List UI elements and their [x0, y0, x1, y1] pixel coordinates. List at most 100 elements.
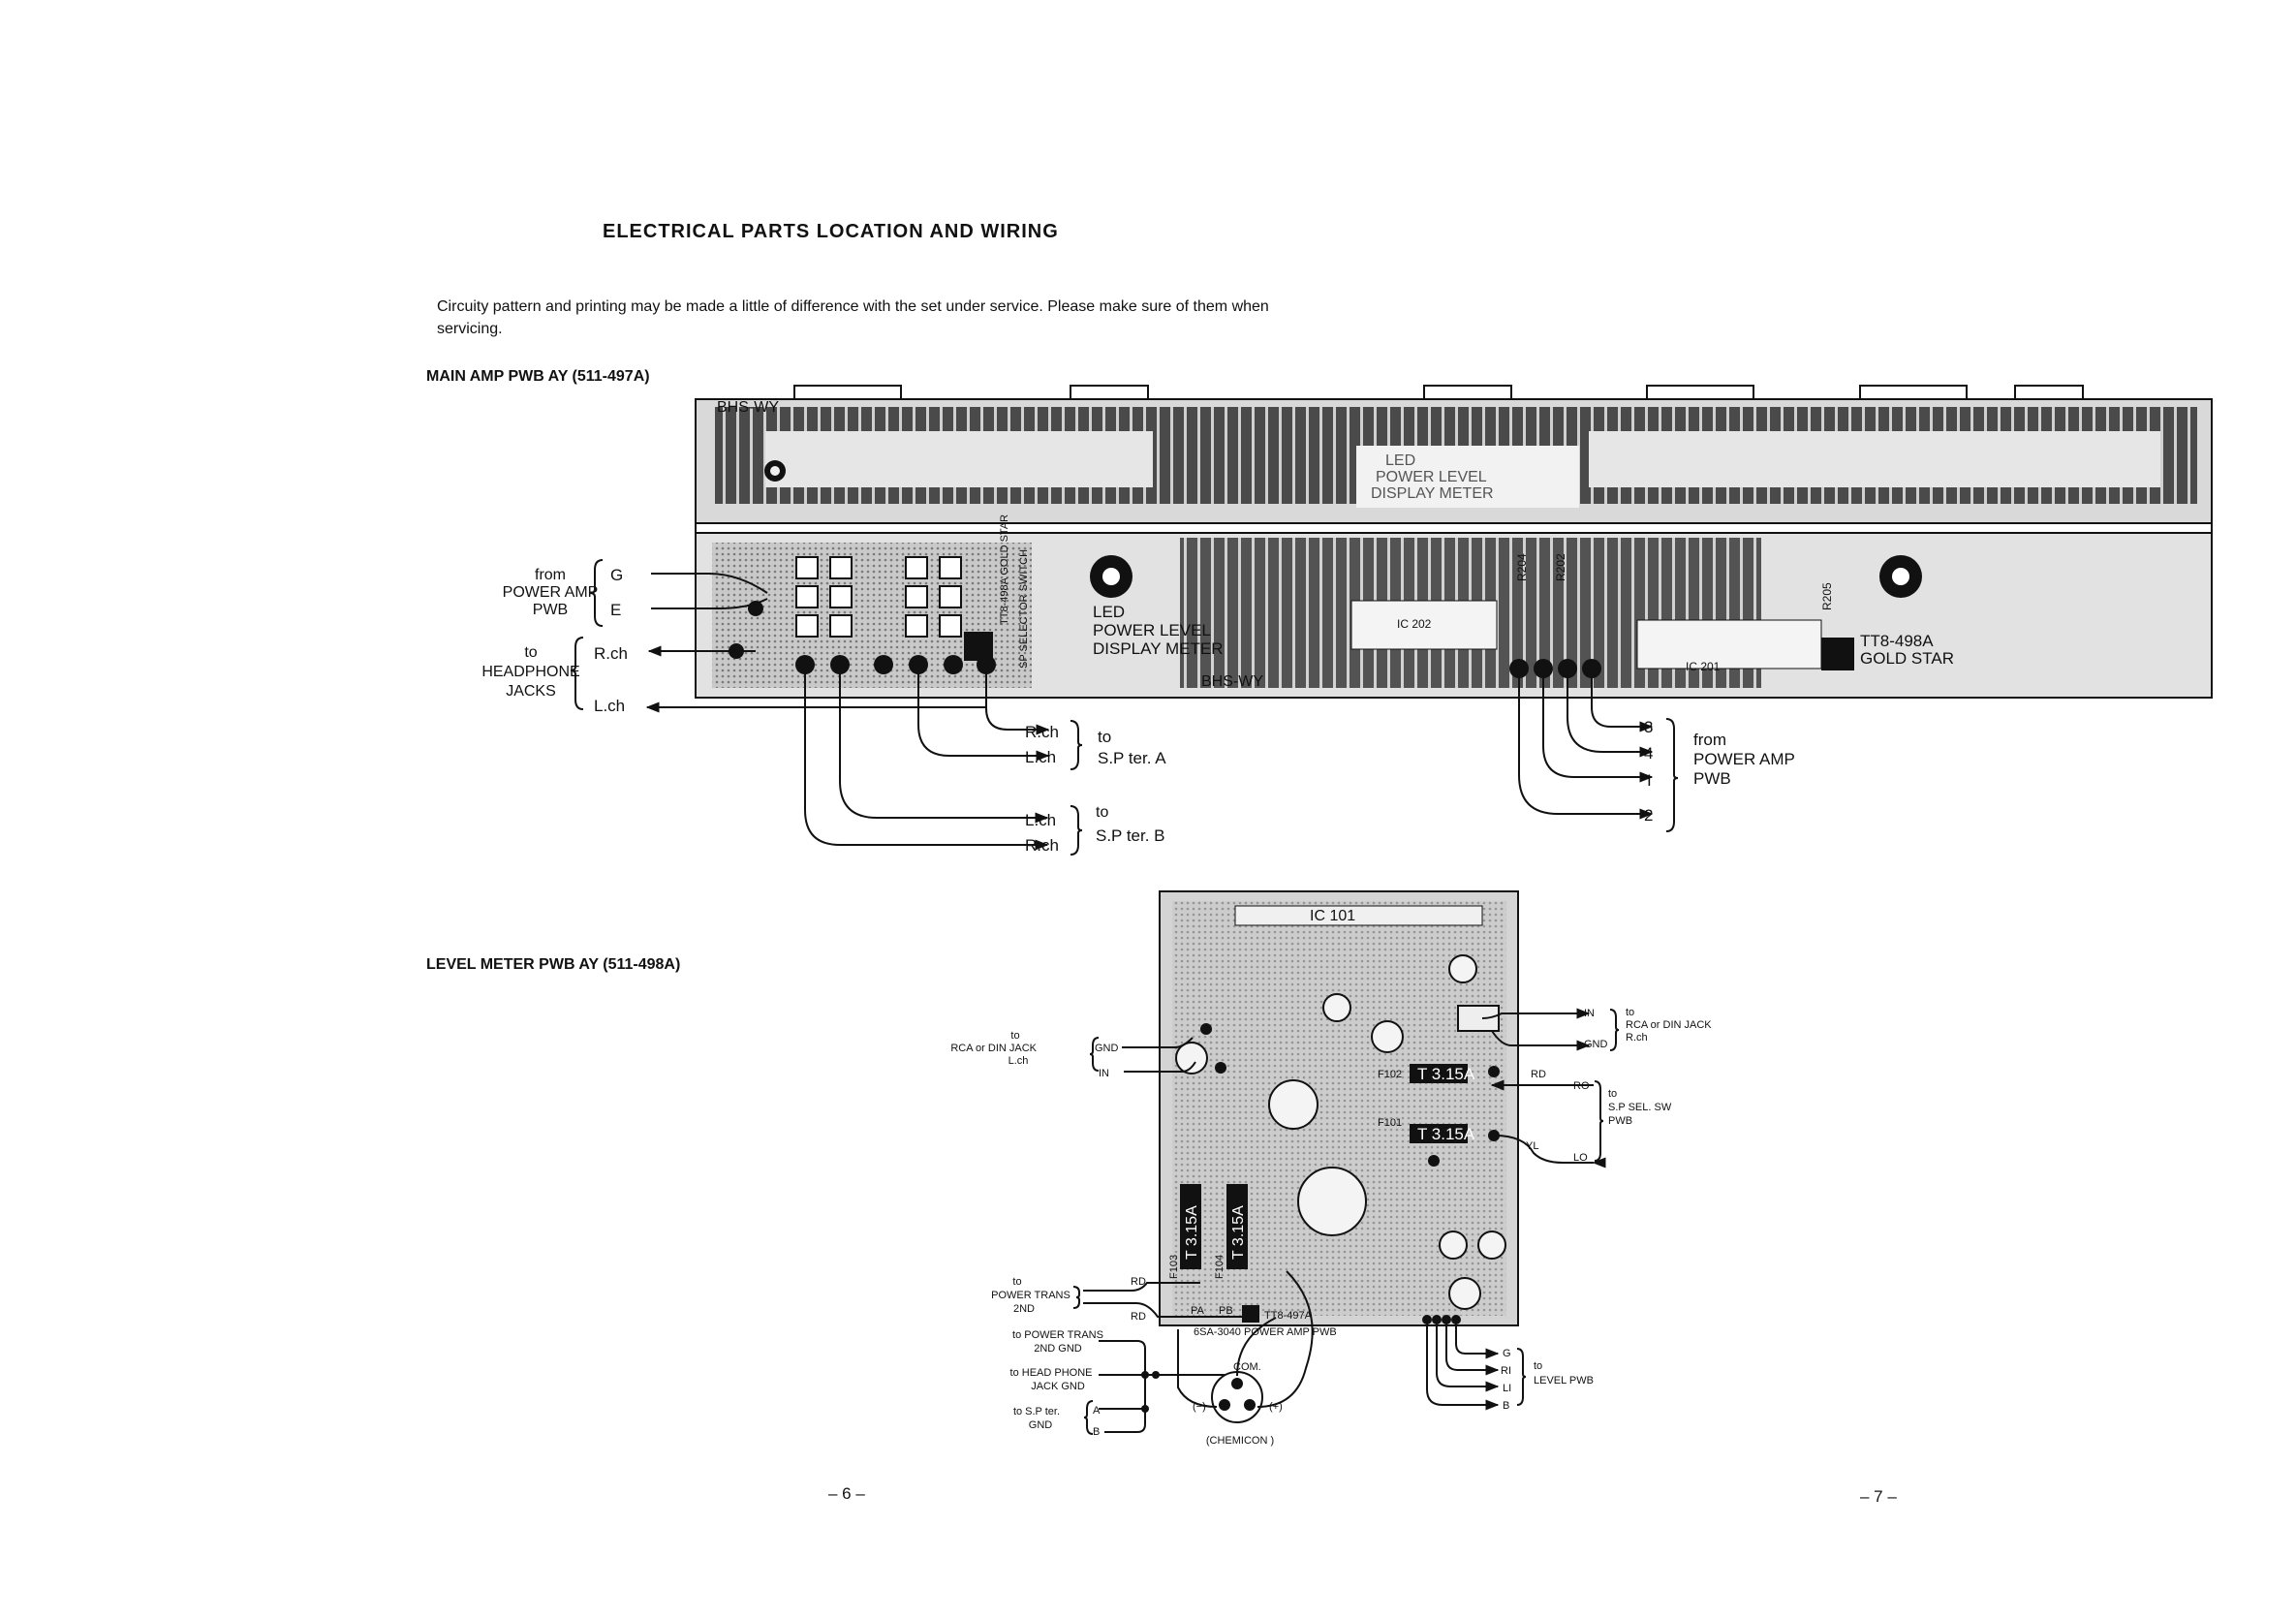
svg-text:GND: GND [1095, 1043, 1119, 1054]
level-meter-board-labels: IC 101 T 3.15A T 3.15A T 3.15A T 3.15A F… [1168, 908, 1475, 1338]
r205-label: R205 [1820, 582, 1834, 610]
left-part-label: TT8-498A GOLD STAR [999, 514, 1010, 625]
ground-wiring-group: to POWER TRANS 2ND GND to HEAD PHONE JAC… [1010, 1329, 1237, 1438]
level-meter-board [1159, 890, 1519, 1326]
svg-text:RD: RD [1131, 1311, 1146, 1323]
svg-text:GND: GND [1584, 1039, 1608, 1050]
svg-text:IC 101: IC 101 [1310, 908, 1355, 924]
svg-text:RCA or DIN JACK: RCA or DIN JACK [950, 1043, 1037, 1054]
svg-text:L.ch: L.ch [1025, 811, 1056, 829]
svg-text:G: G [610, 566, 623, 584]
svg-text:I: I [1647, 771, 1652, 790]
svg-text:2ND GND: 2ND GND [1034, 1343, 1082, 1355]
main-amp-board-labels: LED POWER LEVEL DISPLAY METER LED POWER … [717, 399, 1954, 690]
svg-text:TT8-497A: TT8-497A [1264, 1310, 1313, 1322]
svg-text:LEVEL PWB: LEVEL PWB [1534, 1375, 1594, 1386]
svg-text:R.ch: R.ch [1025, 836, 1059, 855]
svg-text:to POWER TRANS: to POWER TRANS [1012, 1329, 1103, 1341]
svg-text:JACKS: JACKS [506, 683, 556, 700]
svg-text:to: to [1534, 1360, 1542, 1372]
svg-text:2ND: 2ND [1013, 1303, 1035, 1315]
sp-select-group: RD YL RO LO to S.P SEL. SW PWB [1490, 1069, 1672, 1168]
svg-text:PB: PB [1219, 1305, 1233, 1317]
svg-text:L.ch: L.ch [1008, 1055, 1029, 1067]
svg-text:to: to [1010, 1030, 1019, 1042]
svg-text:4: 4 [1644, 744, 1653, 763]
switch-label: SP SELECTOR SWITCH [1018, 549, 1030, 669]
svg-text:to: to [1626, 1007, 1634, 1018]
part-no-label: TT8-498A [1860, 632, 1934, 650]
board-code-top: BHS-WY [717, 399, 779, 416]
svg-text:to: to [1096, 804, 1108, 821]
svg-text:L.ch: L.ch [594, 697, 625, 715]
svg-text:COM.: COM. [1233, 1361, 1261, 1373]
main-left-power-amp-group: from POWER AMP PWB G E [503, 559, 768, 627]
r202-label: R202 [1554, 553, 1567, 581]
main-amp-section-title: MAIN AMP PWB AY (511-497A) [426, 368, 650, 385]
svg-text:PWB: PWB [1608, 1115, 1632, 1127]
svg-text:LO: LO [1573, 1152, 1588, 1164]
mirror-power-label: POWER LEVEL [1376, 469, 1487, 485]
svg-text:to: to [524, 644, 537, 661]
brand-label: GOLD STAR [1860, 649, 1954, 668]
svg-text:G: G [1503, 1348, 1511, 1359]
svg-text:E: E [610, 601, 621, 619]
rca-right-group: IN GND to RCA or DIN JACK R.ch [1481, 1007, 1712, 1051]
sp-terminal-b-group: L.ch R.ch to S.P ter. B [804, 665, 1165, 856]
svg-text:F104: F104 [1214, 1255, 1226, 1279]
svg-text:T 3.15A: T 3.15A [1417, 1065, 1475, 1083]
level-meter-section-title: LEVEL METER PWB AY (511-498A) [426, 956, 681, 973]
svg-text:POWER AMP: POWER AMP [1693, 750, 1795, 768]
svg-text:R.ch: R.ch [594, 644, 628, 663]
svg-text:RD: RD [1531, 1069, 1546, 1080]
svg-text:L.ch: L.ch [1025, 748, 1056, 766]
board-code-bottom: BHS-WY [1201, 673, 1263, 690]
svg-text:to: to [1012, 1276, 1021, 1288]
svg-text:LI: LI [1503, 1383, 1511, 1394]
svg-text:RD: RD [1131, 1276, 1146, 1288]
svg-text:IN: IN [1099, 1068, 1109, 1079]
svg-text:(−): (−) [1193, 1401, 1206, 1413]
mirror-display-label: DISPLAY METER [1371, 485, 1494, 502]
svg-text:S.P SEL. SW: S.P SEL. SW [1608, 1102, 1672, 1113]
svg-text:T 3.15A: T 3.15A [1184, 1205, 1200, 1260]
led-label: LED [1093, 603, 1125, 621]
display-meter-label: DISPLAY METER [1093, 639, 1223, 658]
svg-text:HEADPHONE: HEADPHONE [481, 664, 579, 680]
svg-text:R.ch: R.ch [1025, 723, 1059, 741]
svg-text:GND: GND [1029, 1419, 1053, 1431]
svg-text:(CHEMICON ): (CHEMICON ) [1206, 1435, 1274, 1447]
svg-text:POWER AMP: POWER AMP [503, 584, 599, 601]
svg-text:to HEAD PHONE: to HEAD PHONE [1010, 1367, 1093, 1379]
svg-text:to: to [1608, 1088, 1617, 1100]
ic-201-label: IC 201 [1686, 660, 1721, 673]
svg-text:to: to [1098, 728, 1111, 746]
svg-text:B: B [1093, 1426, 1100, 1438]
svg-text:F102: F102 [1378, 1069, 1402, 1080]
power-trans-group: to POWER TRANS 2ND RD RD [991, 1276, 1245, 1323]
page-number-right: – 7 – [1860, 1487, 1897, 1506]
svg-text:PWB: PWB [533, 602, 568, 618]
page-number-left: – 6 – [828, 1484, 865, 1503]
svg-text:A: A [1093, 1405, 1101, 1417]
power-level-label: POWER LEVEL [1093, 621, 1211, 639]
main-left-headphone-group: to HEADPHONE JACKS R.ch L.ch [481, 637, 986, 715]
ic-202-label: IC 202 [1397, 617, 1432, 631]
svg-text:F103: F103 [1168, 1255, 1180, 1279]
svg-text:(+): (+) [1269, 1401, 1283, 1413]
svg-text:S.P ter. A: S.P ter. A [1098, 749, 1166, 767]
svg-text:B: B [1503, 1400, 1509, 1412]
svg-text:IN: IN [1584, 1008, 1595, 1019]
svg-text:from: from [535, 567, 566, 583]
main-right-power-amp-group: 3 4 I 2 from POWER AMP PWB [1518, 669, 1795, 832]
svg-text:2: 2 [1644, 806, 1653, 825]
svg-text:RO: RO [1573, 1080, 1590, 1092]
mirror-led-label: LED [1385, 452, 1415, 469]
sp-terminal-a-group: R.ch L.ch to S.P ter. A [917, 665, 1166, 770]
svg-text:F101: F101 [1378, 1117, 1402, 1129]
svg-text:to S.P ter.: to S.P ter. [1013, 1406, 1060, 1418]
svg-text:POWER TRANS: POWER TRANS [991, 1290, 1070, 1301]
level-pwb-group: G RI LI B to LEVEL PWB [1426, 1320, 1594, 1412]
svg-text:from: from [1693, 731, 1726, 749]
